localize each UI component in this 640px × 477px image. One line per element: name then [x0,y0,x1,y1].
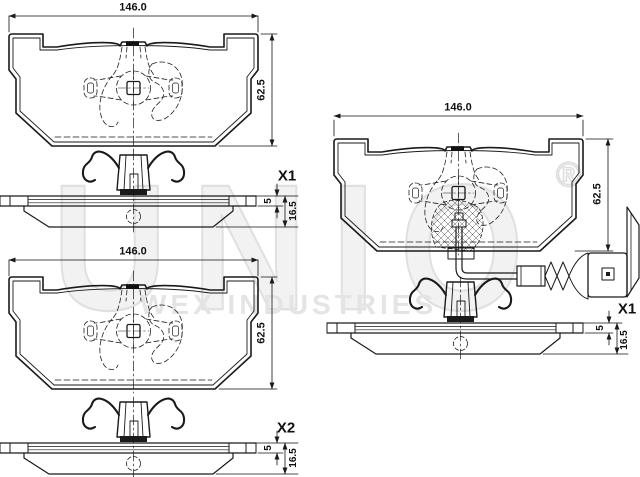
total-thickness-label: 16.5 [288,201,299,221]
backplate-thickness-label: 5 [263,198,274,204]
width-dim-label: 146.0 [444,101,472,114]
width-dim-label: 146.0 [119,1,147,14]
sensor-seat-crosshatch [431,199,484,252]
pad-set-right-with-sensor [325,113,640,361]
backplate-thickness-label: 5 [263,445,274,451]
pad-set-top-left [0,13,299,234]
wear-sensor-assembly [447,206,640,300]
variant-label: X2 [276,419,296,437]
width-dim-label: 146.0 [119,245,147,258]
height-dim-label: 62.5 [255,79,268,101]
total-thickness-label: 16.5 [288,448,299,468]
backplate-thickness-label: 5 [595,325,606,331]
total-thickness-label: 16.5 [619,330,630,350]
variant-label: X1 [617,300,637,318]
watermark-subtitle: WEX INDUSTRIES [140,289,438,320]
height-dim-label: 62.5 [255,322,268,344]
variant-label: X1 [277,167,297,185]
height-dim-label: 62.5 [591,183,604,205]
pad-set-bottom-left [0,257,299,477]
